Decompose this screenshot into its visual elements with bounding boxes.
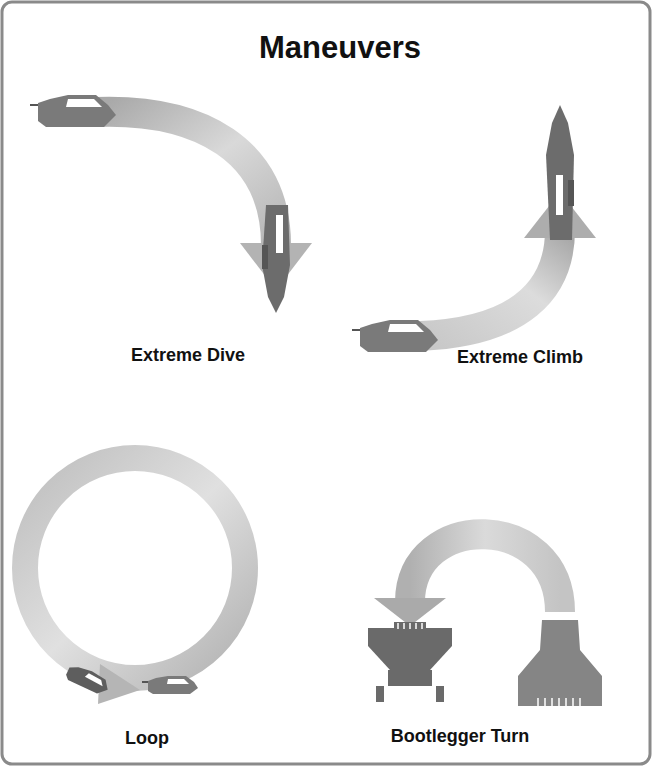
hover-car-rear [518,620,602,706]
hover-car-nose-down [262,205,290,313]
hover-car-nose-up [546,105,574,240]
dive-band [95,112,276,245]
maneuver-label: Bootlegger Turn [391,726,530,747]
bootlegger-arrowhead [374,598,446,626]
loop-band [25,458,245,678]
hover-car-side [352,320,438,352]
maneuver-label: Loop [125,728,169,749]
hover-car-front [368,622,452,702]
hover-car-side [30,95,116,127]
climb-band [420,230,560,336]
bootlegger-figure [368,534,602,706]
hover-car-tilted [64,662,111,697]
climb-figure [352,105,596,352]
maneuver-label: Extreme Dive [131,345,245,366]
maneuver-label: Extreme Climb [457,347,583,368]
dive-figure [30,95,312,313]
diagram-title: Maneuvers [259,30,421,66]
loop-figure [25,458,245,704]
hover-car-side [142,676,198,694]
